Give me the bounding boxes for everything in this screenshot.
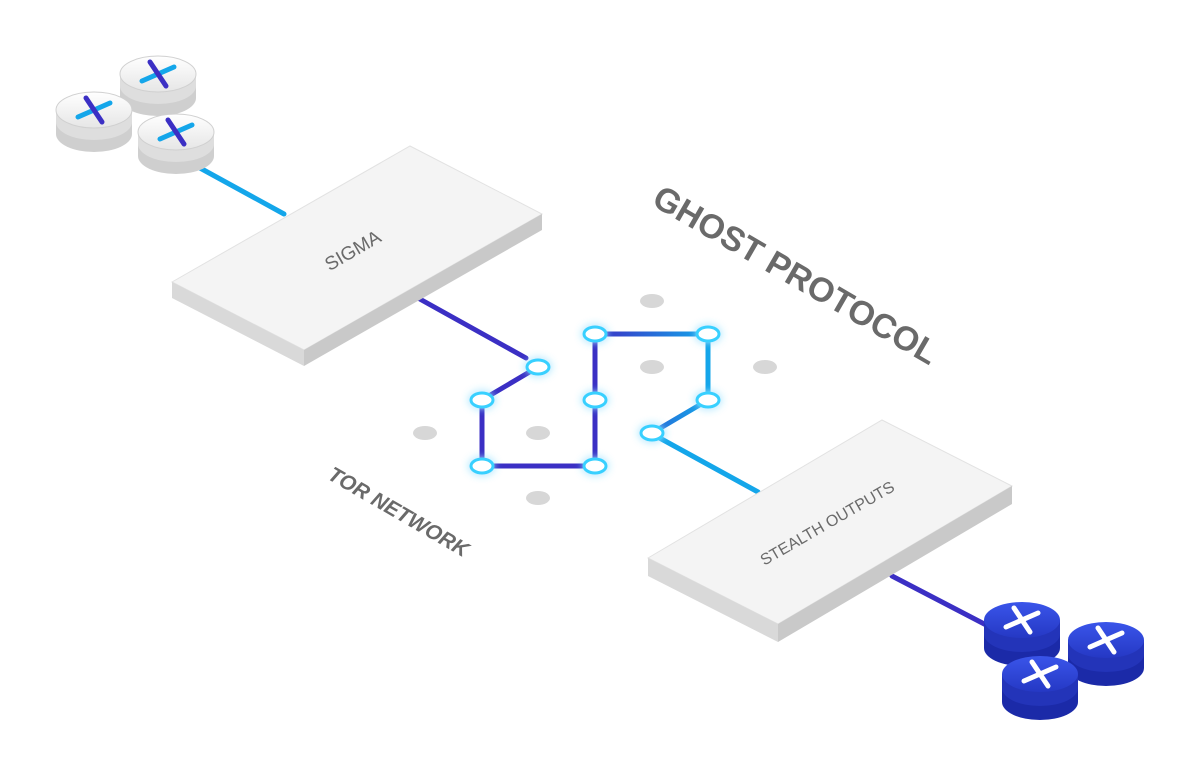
output-coin-stacks [984,602,1144,720]
output-link [889,573,995,631]
stealth-outputs-platform: STEALTH OUTPUTS [646,419,1014,642]
ghost-protocol-title: GHOST PROTOCOL [646,178,944,372]
tor-network-label: TOR NETWORK [324,463,474,563]
idle-node [526,491,550,505]
cross-coin-icon [984,602,1060,666]
input-coin-stacks [55,55,215,174]
input-link [197,165,287,217]
tor-to-stealth-link [653,433,761,495]
active-nodes [469,325,721,475]
route-node [695,325,721,343]
route-node [582,457,608,475]
route-node [525,358,551,376]
route-node [639,424,665,442]
route-node [469,391,495,409]
route-node [695,391,721,409]
route-node [582,391,608,409]
route-node [582,325,608,343]
cross-coin-icon [1068,622,1144,686]
idle-node [413,426,437,440]
route-node [469,457,495,475]
idle-node [753,360,777,374]
cross-coin-icon [55,91,133,152]
idle-nodes [413,294,777,505]
idle-node [526,426,550,440]
cross-coin-icon [137,113,215,174]
cross-coin-icon [1002,656,1078,720]
sigma-platform: SIGMA [170,145,544,366]
idle-node [640,294,664,308]
cross-coin-icon [119,55,197,116]
sigma-to-tor-link [415,295,529,361]
idle-node [640,360,664,374]
